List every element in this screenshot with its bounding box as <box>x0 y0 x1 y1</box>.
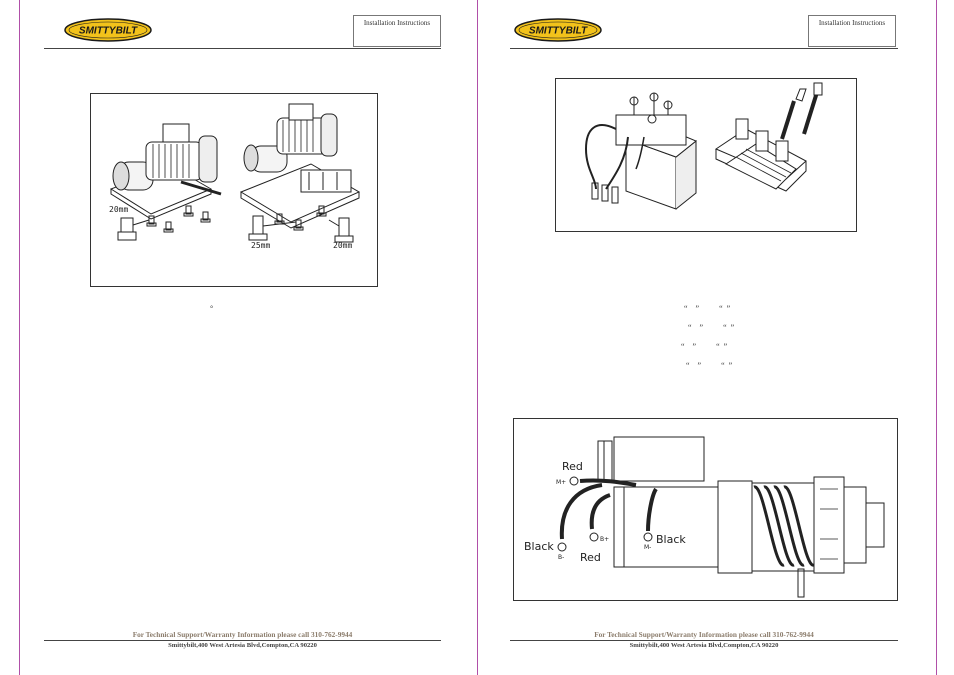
quote-line-1: “ ” “ ” <box>684 304 731 313</box>
bolt-label-25mm: 25mm <box>251 241 270 250</box>
bolt-label-20mm-right: 20mm <box>333 241 352 250</box>
label-red-bottom: Red <box>580 551 601 564</box>
degree-mark: ° <box>210 304 214 313</box>
footer-support: For Technical Support/Warranty Informati… <box>594 630 814 639</box>
header-label-box: Installation Instructions <box>808 15 896 47</box>
footer-rule <box>44 640 441 641</box>
right-page: SMITTYBILT Installation Instructions <box>478 0 928 675</box>
logo-text: SMITTYBILT <box>529 26 588 37</box>
logo-text: SMITTYBILT <box>79 26 138 37</box>
center-page-edge <box>477 0 478 675</box>
solenoid-drawing <box>584 82 823 210</box>
smittybilt-logo: SMITTYBILT <box>514 18 602 42</box>
left-page-edge <box>19 0 20 675</box>
quote-line-3: “ ” “ ” <box>681 342 728 351</box>
wiring-drawing: Red M+ Black B- B+ Red M- Black <box>524 436 885 598</box>
label-b-minus: B- <box>558 554 564 561</box>
quote-line-4: “ ” “ ” <box>686 361 733 370</box>
winch-mounting-drawing: 20mm 25mm 20mm <box>109 103 361 250</box>
header-rule <box>44 48 441 49</box>
solenoid-figure <box>555 78 857 232</box>
smittybilt-logo: SMITTYBILT <box>64 18 152 42</box>
header-label-box: Installation Instructions <box>353 15 441 47</box>
header-rule <box>510 48 898 49</box>
footer-address: Smittybilt,400 West Artesia Blvd,Compton… <box>168 642 317 649</box>
footer-address: Smittybilt,400 West Artesia Blvd,Compton… <box>629 642 779 649</box>
header-label: Installation Instructions <box>818 19 886 27</box>
label-red-top: Red <box>562 460 583 473</box>
bolt-label-20mm-left: 20mm <box>109 205 128 214</box>
header-label: Installation Instructions <box>363 19 431 27</box>
right-page-edge <box>936 0 937 675</box>
quote-line-2: “ ” “ ” <box>688 323 735 332</box>
wiring-figure: Red M+ Black B- B+ Red M- Black <box>513 418 898 601</box>
label-m-minus: M- <box>644 544 651 551</box>
label-b-plus: B+ <box>600 536 609 543</box>
winch-mounting-figure: 20mm 25mm 20mm <box>90 93 378 287</box>
label-black-right: Black <box>656 533 686 546</box>
footer-support: For Technical Support/Warranty Informati… <box>132 630 353 639</box>
left-page: SMITTYBILT Installation Instructions <box>20 0 470 675</box>
footer-rule <box>510 640 898 641</box>
label-m-plus: M+ <box>556 479 566 486</box>
label-black-left: Black <box>524 540 554 553</box>
